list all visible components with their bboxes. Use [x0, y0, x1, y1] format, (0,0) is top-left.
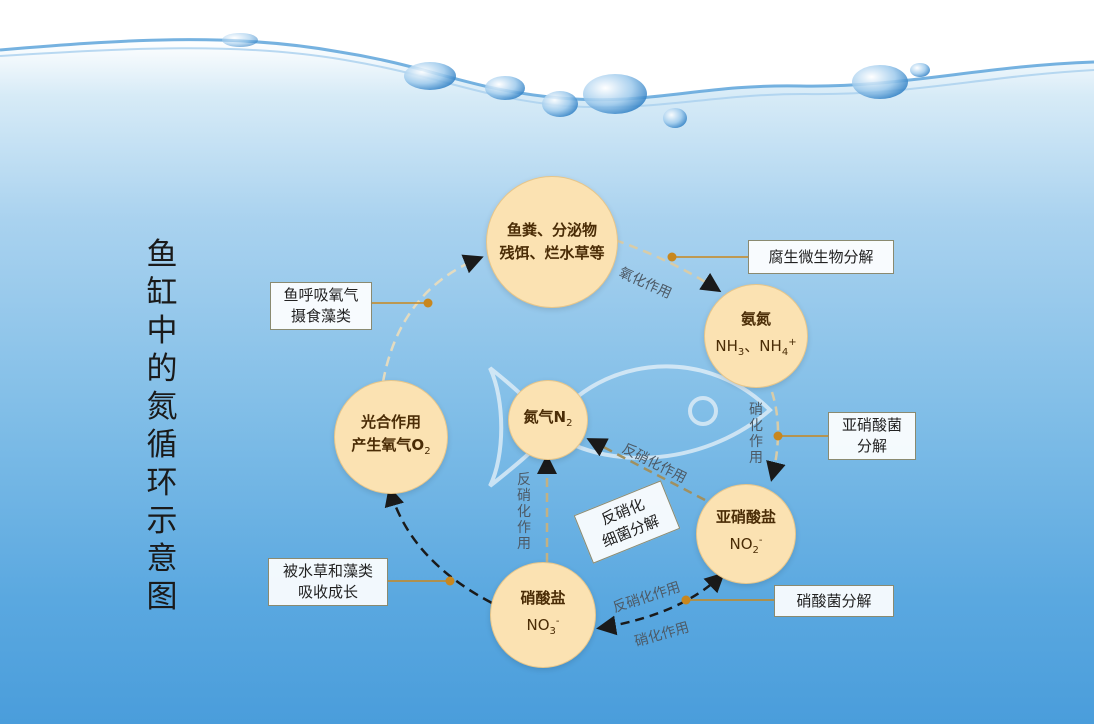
formula-sub: 4 — [781, 347, 789, 358]
node-nitrate-formula: NO3- — [526, 610, 559, 643]
box-text: 硝酸菌分解 — [796, 591, 872, 610]
formula-part: NO — [526, 616, 550, 634]
title-char: 环 — [146, 465, 178, 501]
node-nitrate-line1: 硝酸盐 — [520, 589, 566, 607]
node-waste-line2: 残饵、烂水草等 — [499, 244, 605, 262]
water-surface — [0, 0, 1094, 128]
node-n2-label: 氮气N2 — [524, 406, 573, 435]
formula-part: 、NH — [744, 337, 782, 355]
label-char: 硝 — [517, 488, 531, 504]
formula-sub: 2 — [424, 446, 431, 457]
bubble — [663, 108, 687, 128]
label-char: 作 — [749, 434, 763, 450]
box-connectors — [370, 256, 828, 601]
formula-sub: 2 — [566, 417, 573, 429]
node-nitrite-line1: 亚硝酸盐 — [715, 508, 776, 526]
box-text: 鱼呼吸氧气 — [283, 286, 359, 304]
bubble — [852, 65, 908, 99]
node-waste-line1: 鱼粪、分泌物 — [506, 221, 597, 239]
box-text: 分解 — [856, 437, 887, 455]
node-waste: 鱼粪、分泌物 残饵、烂水草等 — [486, 176, 618, 308]
arrow-nitrate-to-photo — [384, 486, 493, 605]
formula-sub: 2 — [752, 545, 759, 556]
formula-part: 氮气N — [523, 407, 567, 426]
title-char: 氮 — [146, 389, 178, 425]
title-char: 示 — [146, 503, 178, 539]
node-photosynthesis: 光合作用 产生氧气O2 — [334, 380, 448, 494]
label-char: 硝 — [749, 402, 763, 418]
arrow-photo-to-waste — [381, 254, 484, 383]
connector-dot — [667, 252, 677, 262]
node-ammonia-line1: 氨氮 — [740, 310, 771, 328]
title-char: 意 — [146, 541, 178, 577]
box-text: 摄食藻类 — [290, 307, 351, 325]
node-ammonia-formula: NH3、NH4+ — [715, 331, 796, 364]
box-text: 亚硝酸菌 — [841, 416, 902, 434]
bubble — [910, 63, 930, 77]
connector-dots — [423, 252, 783, 605]
title-char: 鱼 — [146, 237, 178, 273]
label-char: 作 — [517, 520, 531, 536]
label-char: 化 — [517, 504, 531, 520]
node-photo-line2: 产生氧气O2 — [351, 434, 430, 463]
box-saprophytic-decompose: 腐生微生物分解 — [748, 240, 894, 274]
title-char: 循 — [146, 427, 178, 463]
title-char: 缸 — [146, 275, 178, 311]
label-char: 化 — [749, 418, 763, 434]
formula-sub: 3 — [737, 347, 745, 358]
box-text: 被水草和藻类 — [282, 562, 373, 580]
label-char: 反 — [517, 472, 531, 488]
arrow-ammonia-to-nitrite — [766, 391, 786, 482]
box-nitrate-bacteria: 硝酸菌分解 — [774, 585, 894, 617]
title-char: 中 — [146, 313, 178, 349]
bubble — [485, 76, 525, 100]
arrow-nitrite-to-n2 — [586, 438, 706, 502]
node-ammonia: 氨氮 NH3、NH4+ — [704, 284, 808, 388]
node-nitrogen-gas: 氮气N2 — [508, 380, 588, 460]
node-nitrite-formula: NO2- — [729, 529, 762, 562]
box-text: 腐生微生物分解 — [768, 247, 874, 266]
formula-sup: - — [758, 535, 763, 546]
label-nitrification-vertical: 硝 化 作 用 — [748, 402, 764, 466]
formula-sup: + — [788, 337, 797, 348]
bubble — [542, 91, 578, 117]
formula-sup: - — [555, 616, 560, 627]
node-photo-line1: 光合作用 — [360, 413, 421, 431]
box-plant-absorb: 被水草和藻类 吸收成长 — [268, 558, 388, 606]
connector-dot — [445, 576, 455, 586]
page-title: 鱼 缸 中 的 氮 循 环 示 意 图 — [140, 236, 184, 616]
bubble — [222, 33, 258, 47]
box-nitrite-bacteria: 亚硝酸菌 分解 — [828, 412, 916, 460]
formula-part: NH — [715, 337, 738, 355]
title-char: 图 — [146, 579, 178, 615]
bubble — [583, 74, 647, 114]
node-nitrate: 硝酸盐 NO3- — [490, 562, 596, 668]
arrow-nitrite-nitrate — [596, 572, 725, 636]
title-char: 的 — [146, 351, 178, 387]
bubble — [404, 62, 456, 90]
formula-part: 产生氧气O — [351, 436, 425, 454]
box-fish-respiration: 鱼呼吸氧气 摄食藻类 — [270, 282, 372, 330]
node-nitrite: 亚硝酸盐 NO2- — [696, 484, 796, 584]
label-denitrification-vertical: 反 硝 化 作 用 — [516, 472, 532, 552]
box-text: 吸收成长 — [297, 583, 358, 601]
label-char: 用 — [749, 450, 763, 466]
formula-part: NO — [729, 535, 753, 553]
connector-dot — [423, 298, 433, 308]
connector-dot — [681, 595, 691, 605]
formula-sub: 3 — [549, 626, 556, 637]
connector-dot — [773, 431, 783, 441]
label-char: 用 — [517, 536, 531, 552]
